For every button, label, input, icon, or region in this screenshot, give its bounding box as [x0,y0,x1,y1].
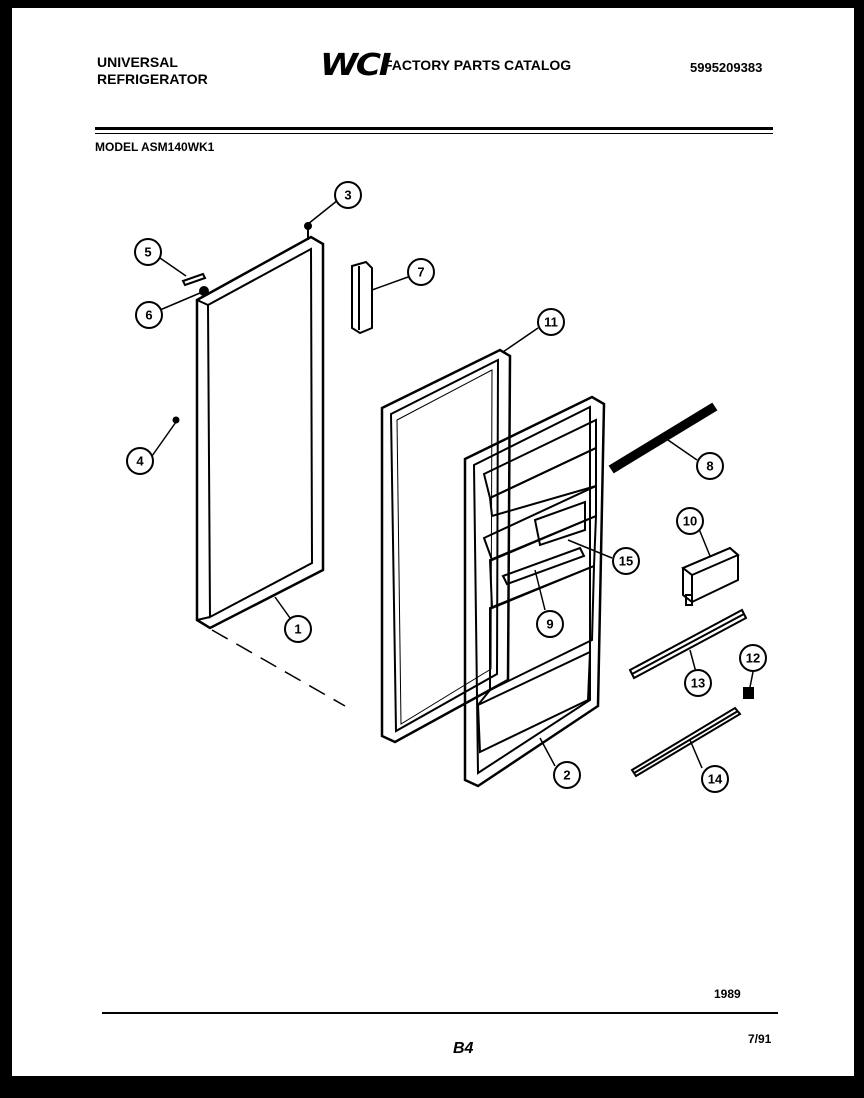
brand-line-2: REFRIGERATOR [97,71,208,87]
callout-12: 12 [746,651,760,666]
part-bracket [681,546,740,606]
brand-name: UNIVERSAL REFRIGERATOR [97,54,208,88]
scan-border-right [854,0,864,1098]
model-number: MODEL ASM140WK1 [95,140,215,154]
scan-border-bottom [0,1076,864,1098]
diagram-year: 1989 [714,987,741,1001]
part-door-liner [463,395,606,788]
part-trim-14 [630,706,742,778]
brand-line-1: UNIVERSAL [97,54,178,70]
part-screw-top [304,222,312,240]
part-hinge-pin [181,272,207,287]
scan-border-left [0,0,12,1098]
callout-7: 7 [417,265,424,280]
callout-8: 8 [706,459,713,474]
page-code: B4 [453,1040,474,1057]
part-trim-13 [628,608,748,680]
header-rule [95,127,773,130]
callout-9: 9 [546,617,553,632]
callout-2: 2 [563,768,570,783]
part-trim-8 [608,402,718,474]
header-rule-thin [95,133,773,134]
scan-border-top [0,0,864,8]
wci-logo: WCI [320,48,392,83]
hinge-axis-line [211,629,346,707]
callout-6: 6 [145,308,152,323]
callout-3: 3 [344,188,351,203]
callout-4: 4 [136,454,144,469]
callout-1: 1 [294,622,301,637]
leader-lines [151,199,754,769]
part-hinge-bushing [199,286,209,296]
callout-numbers: 3 5 6 7 4 1 11 8 10 15 9 12 13 14 2 [136,188,760,787]
part-door-panel [195,235,325,630]
part-screw-side [172,416,180,424]
catalog-title: FACTORY PARTS CATALOG [384,57,572,73]
footer-rule [102,1012,778,1014]
callout-14: 14 [708,772,723,787]
callout-5: 5 [144,245,151,260]
callout-13: 13 [691,676,705,691]
callout-15: 15 [619,554,633,569]
revision-date: 7/91 [748,1032,772,1046]
part-handle [351,260,373,335]
catalog-part-number: 5995209383 [690,60,763,75]
callout-10: 10 [683,514,697,529]
callout-circles [126,181,767,793]
part-plug [743,687,754,699]
callout-11: 11 [544,315,558,330]
